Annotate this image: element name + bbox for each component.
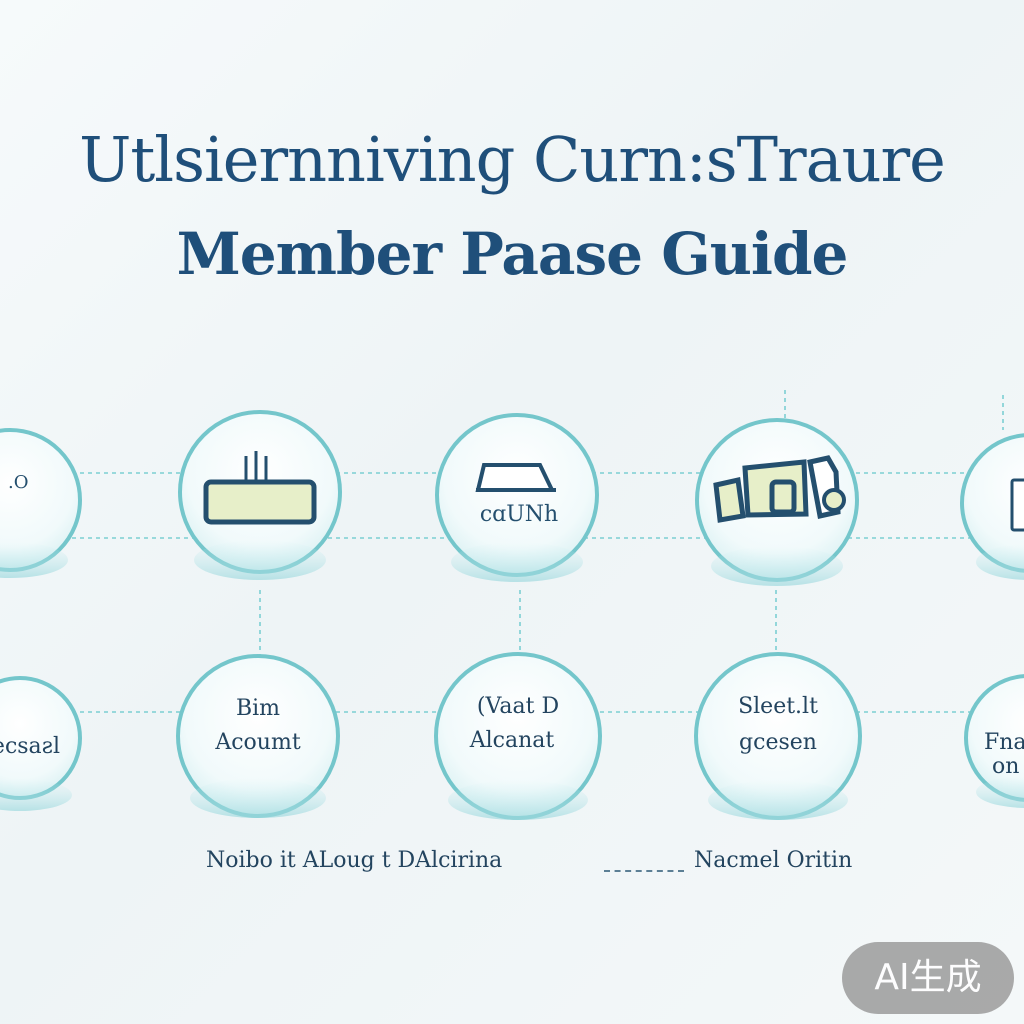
bus-icon xyxy=(475,463,556,492)
node-bottom-3-label-2: gcesen xyxy=(739,730,817,755)
node-bottom-3-label-1: Sleet.lt xyxy=(738,694,818,719)
node-top-left-partial: .O xyxy=(0,428,82,578)
page-title: Utlsiernniving Curn:sTraure xyxy=(79,123,946,196)
node-bottom-left-label: ecsaƨl xyxy=(0,734,60,759)
node-top-1[interactable] xyxy=(178,410,342,580)
node-bottom-1[interactable] xyxy=(176,654,340,818)
node-bottom-right-label-1: Fna xyxy=(984,730,1024,755)
node-bottom-2[interactable] xyxy=(434,652,602,820)
node-bottom-right-partial xyxy=(964,674,1024,808)
node-bottom-1-label-1: Bim xyxy=(235,696,281,721)
node-bottom-2-label-2: Alcanat xyxy=(469,728,555,753)
node-top-2[interactable]: ϲɑUNh xyxy=(435,413,599,582)
node-bottom-2-label-1: (Vaat D xyxy=(476,694,560,719)
svg-text:.O: .O xyxy=(8,472,28,493)
footer-left-text: Noibo it ALoug t DAlcirina xyxy=(206,848,503,873)
card-icon xyxy=(203,451,317,525)
node-bottom-left-partial xyxy=(0,676,82,811)
ai-generated-badge: AI生成 xyxy=(842,942,1014,1014)
page-subtitle: Member Paase Guide xyxy=(176,220,849,288)
node-bottom-1-label-2: Acoumt xyxy=(215,730,301,755)
footer-rule xyxy=(604,870,684,872)
node-top-right-partial xyxy=(960,433,1024,580)
node-top-2-label: ϲɑUNh xyxy=(480,502,558,527)
certificate-icon xyxy=(713,455,846,523)
node-bottom-3[interactable] xyxy=(694,652,862,820)
node-top-3[interactable] xyxy=(695,418,859,586)
footer-right-text: Nacmel Oritin xyxy=(694,848,853,873)
node-bottom-right-label-2: on xyxy=(992,754,1020,779)
